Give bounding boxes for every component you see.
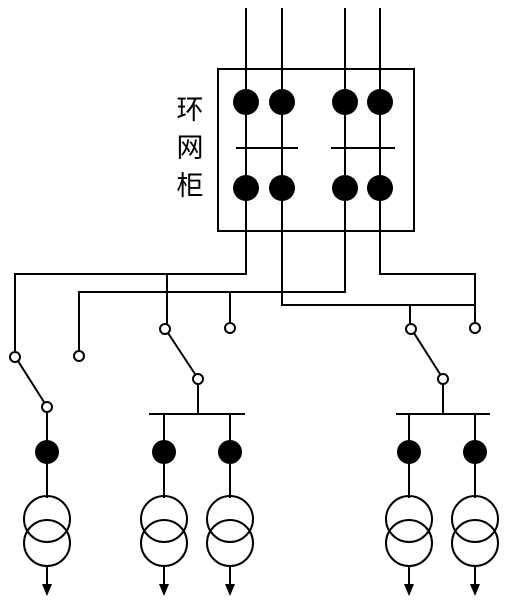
feeder-3: [78, 188, 346, 354]
open-terminal-1: [73, 350, 85, 362]
arrow-1-icon: [42, 584, 52, 596]
switch-1-bottom-icon: [41, 401, 53, 413]
breaker-2-2-icon: [218, 440, 242, 464]
breaker-3-2-icon: [463, 440, 487, 464]
switch-3-top-icon: [405, 323, 417, 335]
transformer-winding-top: [451, 495, 499, 543]
transformer-winding-top: [385, 495, 433, 543]
switch-2-bottom-icon: [192, 373, 204, 385]
switch-1-top-icon: [9, 351, 21, 363]
arrow-3-2-icon: [470, 584, 480, 596]
transformer-winding-bottom: [451, 519, 499, 567]
transformer-winding-bottom: [206, 519, 254, 567]
arrow-3-1-icon: [404, 584, 414, 596]
switch-1-blade: [17, 360, 45, 403]
switch-2-blade: [167, 332, 196, 375]
transformer-2-1-icon: [140, 495, 188, 567]
breaker-3-1-icon: [397, 440, 421, 464]
cabinet-breaker-top-3: [332, 89, 358, 115]
cabinet-breaker-top-1: [233, 89, 259, 115]
arrow-2-2-icon: [225, 584, 235, 596]
open-terminal-2: [224, 322, 236, 334]
feeder-4: [379, 188, 476, 305]
feeder-1: [14, 188, 247, 355]
ring-main-unit-label: 环 网 柜: [170, 92, 210, 206]
cabinet-breaker-bottom-1: [233, 175, 259, 201]
breaker-1-icon: [35, 440, 59, 464]
transformer-winding-bottom: [140, 519, 188, 567]
open-terminal-3: [469, 322, 481, 334]
switch-3-blade: [413, 332, 441, 375]
switch-3-bottom-icon: [437, 373, 449, 385]
breaker-2-1-icon: [152, 440, 176, 464]
transformer-winding-bottom: [23, 519, 71, 567]
transformer-winding-bottom: [385, 519, 433, 567]
cabinet-breaker-bottom-3: [332, 175, 358, 201]
transformer-2-2-icon: [206, 495, 254, 567]
label-char-1: 环: [176, 95, 204, 126]
switch-2-top-icon: [159, 323, 171, 335]
ring-main-unit-box: [217, 68, 415, 232]
label-char-3: 柜: [176, 171, 204, 202]
transformer-3-1-icon: [385, 495, 433, 567]
transformer-1-icon: [23, 495, 71, 567]
arrow-2-1-icon: [159, 584, 169, 596]
transformer-winding-top: [206, 495, 254, 543]
cabinet-breaker-top-4: [367, 89, 393, 115]
transformer-winding-top: [140, 495, 188, 543]
feeder-2: [281, 188, 476, 326]
transformer-3-2-icon: [451, 495, 499, 567]
cabinet-breaker-top-2: [269, 89, 295, 115]
cabinet-breaker-bottom-2: [269, 175, 295, 201]
transformer-winding-top: [23, 495, 71, 543]
label-char-2: 网: [176, 133, 204, 164]
cabinet-breaker-bottom-4: [367, 175, 393, 201]
